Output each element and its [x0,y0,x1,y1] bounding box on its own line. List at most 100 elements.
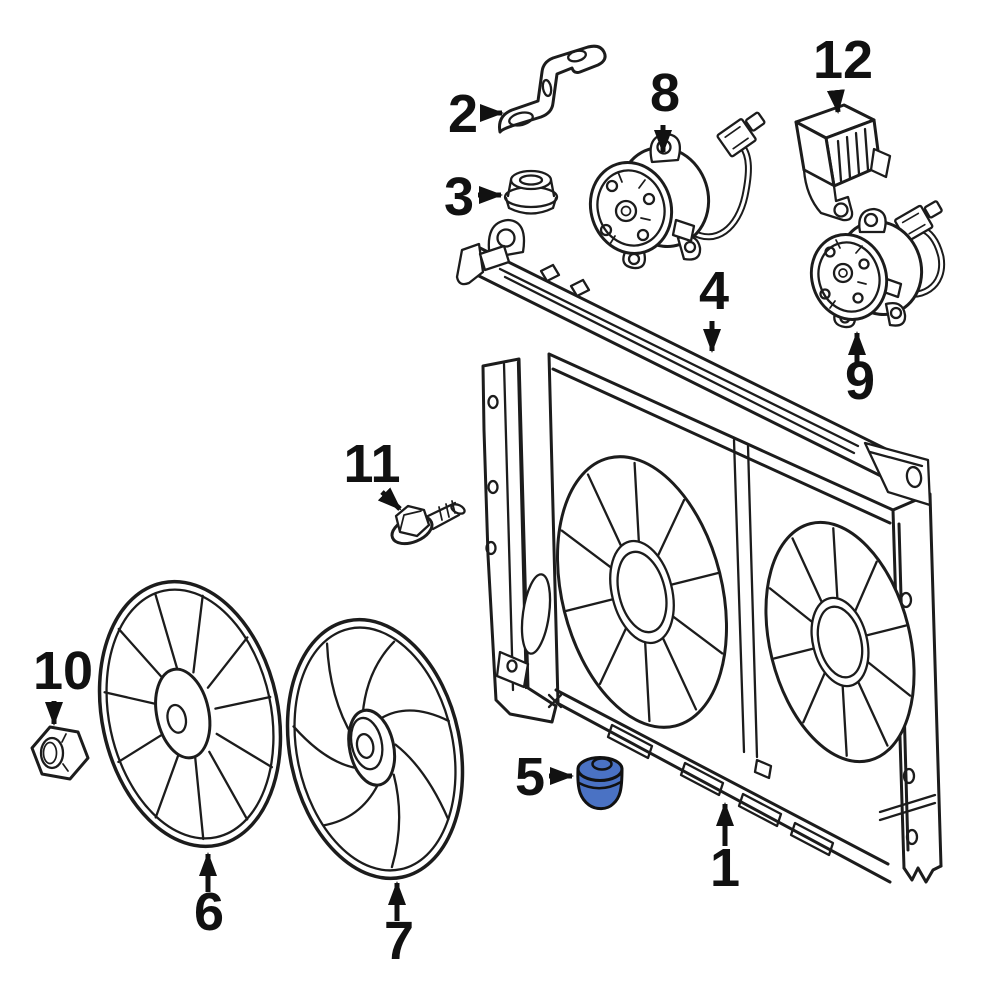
slot [737,792,783,828]
callout-2: 2 [448,84,504,144]
connector-stub [745,111,766,132]
fan-rim-inner [293,626,457,872]
nut-bore-thread [42,741,58,765]
bar-right-bracket-line [868,450,924,468]
left-bracket-outline [481,357,558,724]
nut-facets [61,733,69,772]
bar-tab [569,278,591,298]
motor-face-ticks [829,239,867,309]
callout-5-number: 5 [515,747,545,807]
bracket-foot [495,650,530,689]
motor-wire-inner [690,144,750,239]
opening-spokes [768,527,912,757]
shroud-left-bracket [481,357,563,724]
callout-8-number: 8 [650,63,680,123]
motor-face-ticks [609,171,651,245]
part-4-upper-support-bar [455,218,932,507]
bracket-hole [485,540,497,556]
part-7-fan-blade [285,617,465,881]
bracket-hole [487,479,499,495]
motor-face-hole [636,228,650,242]
callout-11-arrow [377,487,402,511]
fan-blades [103,592,273,841]
callout-7: 7 [384,881,414,971]
square-hole [753,758,773,780]
motor-wire-connector [716,111,766,158]
fan-hub-hole [166,703,188,734]
callouts: 1 2 3 4 5 6 7 8 [33,30,875,971]
part-8-fan-motor [588,111,766,270]
bolt-shank [426,501,461,531]
opening-spokes [560,461,724,723]
shroud-right-fan-opening [764,520,916,764]
callout-11-number: 11 [343,434,400,494]
module-mount-hole [833,202,849,218]
bolt-tip [450,503,466,515]
motor-ear-hole [627,252,641,266]
slot [606,723,654,760]
callout-12-arrow [826,89,845,114]
callout-6: 6 [194,852,224,942]
bar-accent-lines [498,267,860,455]
motor-shaft [838,268,848,278]
motor-face-hole [824,246,836,258]
rail-teeth [902,864,943,884]
part-1-fan-shroud [481,352,943,884]
part-11-flange-bolt [390,500,466,546]
motor-face-rim [596,169,666,247]
callout-1: 1 [710,802,740,898]
fan-hub-cone [349,716,384,771]
motor-shaft-hole [832,262,854,284]
bar-ear-hole [496,228,516,248]
callout-3: 3 [444,167,503,227]
part-12-control-module [794,103,892,222]
bracket-rib [520,573,552,655]
callout-2-number: 2 [448,84,478,144]
nut-bore [39,736,65,770]
callout-12-number: 12 [813,30,873,90]
bar-right-bracket [863,441,932,507]
callout-8: 8 [650,63,680,154]
motor-shaft-hole [614,199,638,223]
module-lower-tab [802,168,854,222]
bar-step [478,244,511,272]
shroud-frame [547,352,895,884]
motor-ear-hole [863,212,879,228]
part-5-rubber-mount-highlighted [576,756,624,811]
bracket-hole [487,394,499,410]
shroud-left-fan-opening [556,455,728,729]
bar-tab [539,263,561,283]
callout-4: 4 [699,261,729,353]
connector-detail [724,126,749,150]
part-9-fan-motor [809,200,946,329]
fan-blades [292,640,450,869]
motor-face-hole [599,223,613,237]
part-10-hex-nut [30,725,90,781]
motor-face-hole [852,292,864,304]
bracket-foot-hole [508,111,534,127]
callout-5: 5 [515,747,574,807]
shroud-divider [732,438,759,759]
bracket-outline [498,44,607,134]
callout-1-number: 1 [710,838,740,898]
grommet-lower [504,196,558,215]
opening-hub-ring-inner [616,550,668,634]
callout-12: 12 [813,30,873,114]
slot [789,821,835,857]
rail-crease [878,793,937,822]
callout-11: 11 [343,434,402,511]
grommet-top [509,169,553,191]
callout-4-number: 4 [699,261,729,321]
module-fins [836,127,870,183]
bolt-head-facet [399,510,422,532]
fan-hub [347,708,397,787]
connector-stub [923,200,943,219]
rail-hole [905,828,919,846]
connector-body [716,118,757,158]
callout-9-number: 9 [845,351,875,411]
rail-hole [902,767,916,785]
connector-detail [901,212,926,235]
motor-face-hole [819,288,831,300]
